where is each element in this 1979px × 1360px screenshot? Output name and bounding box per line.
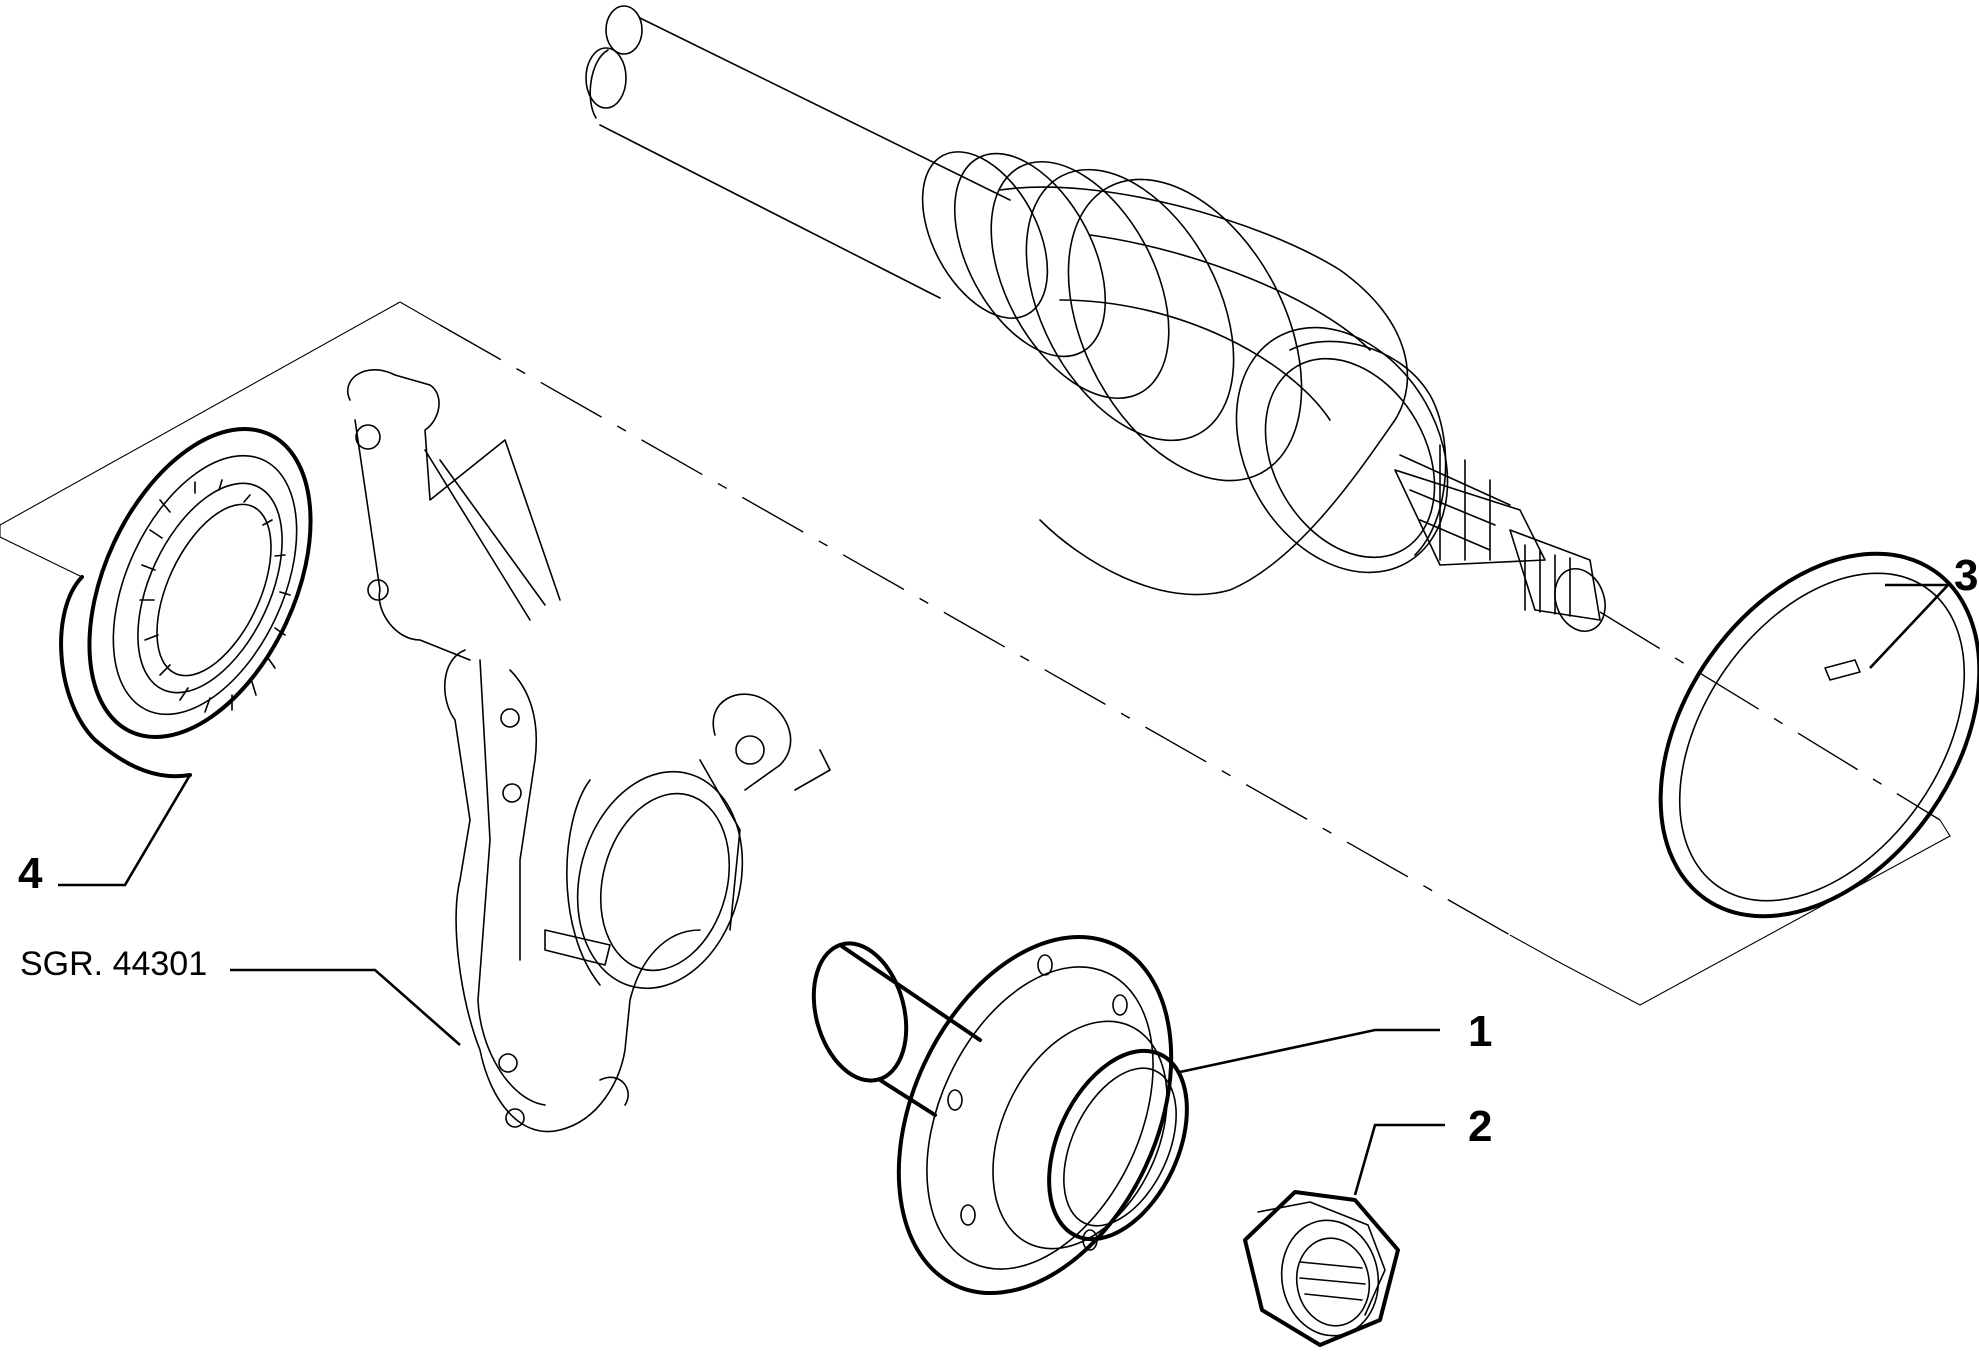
wheel-bearing bbox=[59, 427, 313, 779]
hub-nut bbox=[1243, 1190, 1400, 1347]
callout-4: 4 bbox=[18, 849, 43, 898]
callout-1: 1 bbox=[1468, 1007, 1492, 1056]
leader-lines bbox=[58, 583, 1952, 1196]
callout-3: 3 bbox=[1954, 551, 1978, 600]
drive-shaft bbox=[585, 5, 1606, 632]
callout-2: 2 bbox=[1468, 1102, 1492, 1151]
steering-knuckle bbox=[347, 369, 831, 1133]
circlip bbox=[1658, 551, 1979, 919]
assembly-frame bbox=[0, 301, 1951, 1006]
reference-sgr-label: SGR. 44301 bbox=[20, 945, 207, 983]
wheel-hub bbox=[811, 934, 1189, 1296]
